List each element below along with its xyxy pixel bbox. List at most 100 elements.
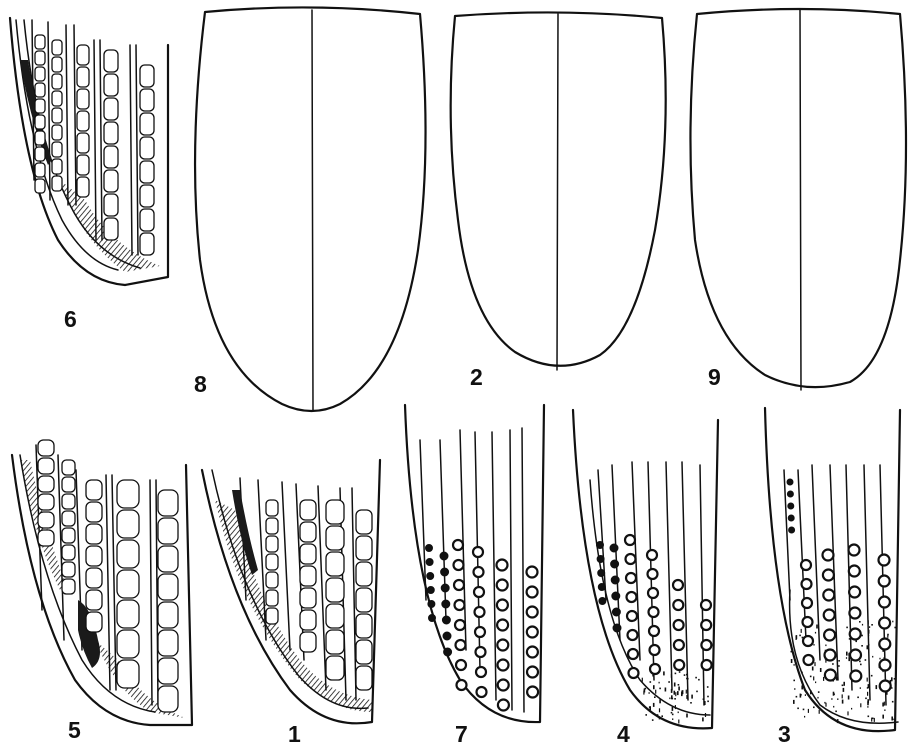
stipple-mark bbox=[665, 688, 667, 692]
cell bbox=[86, 480, 102, 500]
figure-9-label: 9 bbox=[708, 364, 721, 390]
stipple-mark bbox=[672, 718, 673, 720]
cell-dot bbox=[674, 660, 684, 670]
stipple-mark bbox=[690, 702, 692, 704]
cell-dot bbox=[474, 587, 484, 597]
cell-dot bbox=[701, 640, 711, 650]
cell bbox=[326, 604, 344, 628]
cell-dot bbox=[527, 607, 538, 618]
cell bbox=[356, 666, 372, 690]
cell bbox=[35, 147, 45, 161]
stipple-mark bbox=[686, 674, 688, 676]
cell-dot bbox=[648, 588, 658, 598]
cell-dot bbox=[597, 556, 604, 563]
cell bbox=[86, 590, 102, 610]
figure-9-leaf-outline bbox=[690, 9, 906, 390]
stipple-mark bbox=[857, 697, 859, 699]
cell-dot bbox=[823, 550, 834, 561]
stipple-mark bbox=[895, 708, 897, 710]
cell-dot bbox=[428, 601, 435, 608]
stipple-mark bbox=[705, 713, 706, 717]
stipple-mark bbox=[868, 630, 870, 634]
stipple-mark bbox=[668, 681, 670, 683]
stipple-mark bbox=[846, 627, 848, 629]
stipple-mark bbox=[824, 702, 825, 704]
cell bbox=[117, 480, 139, 508]
cell bbox=[77, 155, 89, 175]
cell-dot bbox=[442, 600, 450, 608]
cell-dot bbox=[454, 560, 464, 570]
stipple-mark bbox=[814, 662, 815, 666]
cell bbox=[300, 588, 316, 608]
cell-dot bbox=[880, 681, 891, 692]
stipple-mark bbox=[838, 665, 840, 667]
cell bbox=[140, 185, 154, 207]
cell-dot bbox=[825, 670, 836, 681]
stipple-mark bbox=[804, 716, 805, 718]
cell bbox=[158, 602, 178, 628]
stipple-mark bbox=[820, 668, 822, 672]
cell bbox=[326, 552, 344, 576]
stipple-mark bbox=[810, 676, 812, 678]
cell-dot bbox=[426, 545, 433, 552]
stipple-mark bbox=[882, 703, 884, 707]
cell-dot bbox=[427, 573, 434, 580]
cell bbox=[140, 65, 154, 87]
stipple-mark bbox=[887, 634, 888, 638]
stipple-mark bbox=[794, 688, 795, 690]
stipple-mark bbox=[861, 645, 863, 647]
stipple-mark bbox=[661, 715, 663, 717]
cell-dot bbox=[610, 544, 618, 552]
cell bbox=[38, 476, 54, 492]
cell bbox=[35, 83, 45, 97]
cell bbox=[300, 566, 316, 586]
stipple-mark bbox=[816, 625, 818, 629]
cell bbox=[140, 233, 154, 255]
cell-dot bbox=[879, 597, 890, 608]
cell-dot bbox=[879, 639, 890, 650]
stipple-mark bbox=[835, 711, 837, 713]
stipple-mark bbox=[794, 664, 795, 666]
stipple-mark bbox=[808, 709, 809, 713]
cell bbox=[104, 218, 118, 240]
stipple-mark bbox=[671, 689, 673, 693]
stipple-mark bbox=[837, 719, 839, 723]
cell-dot bbox=[497, 600, 508, 611]
stipple-mark bbox=[847, 711, 848, 715]
cell bbox=[326, 500, 344, 524]
cell-dot bbox=[473, 547, 483, 557]
cell bbox=[104, 146, 118, 168]
cell-dot bbox=[647, 550, 657, 560]
stipple-mark bbox=[678, 712, 679, 714]
stipple-mark bbox=[823, 677, 824, 681]
stipple-mark bbox=[894, 678, 896, 680]
cell-dot bbox=[849, 608, 860, 619]
cell bbox=[35, 115, 45, 129]
cell-dot bbox=[849, 587, 860, 598]
cell bbox=[62, 460, 75, 475]
cell bbox=[77, 45, 89, 65]
stipple-mark bbox=[846, 652, 848, 656]
stipple-mark bbox=[871, 675, 873, 677]
cell-dot bbox=[441, 568, 449, 576]
cell bbox=[52, 57, 62, 72]
stipple-mark bbox=[695, 677, 697, 679]
stipple-mark bbox=[894, 627, 896, 629]
cell-dot bbox=[627, 592, 637, 602]
cell bbox=[140, 209, 154, 231]
stipple-mark bbox=[663, 671, 665, 675]
stipple-mark bbox=[655, 690, 656, 694]
stipple-mark bbox=[796, 635, 798, 639]
stipple-mark bbox=[843, 682, 845, 686]
cell-dot bbox=[787, 491, 793, 497]
stipple-mark bbox=[791, 651, 793, 653]
cell bbox=[52, 125, 62, 140]
cell bbox=[38, 530, 54, 546]
cell bbox=[35, 131, 45, 145]
stipple-mark bbox=[879, 658, 880, 660]
stipple-mark bbox=[801, 629, 802, 633]
cell-dot bbox=[849, 545, 860, 556]
cell bbox=[140, 161, 154, 183]
stipple-mark bbox=[815, 682, 816, 684]
cell-dot bbox=[443, 632, 451, 640]
